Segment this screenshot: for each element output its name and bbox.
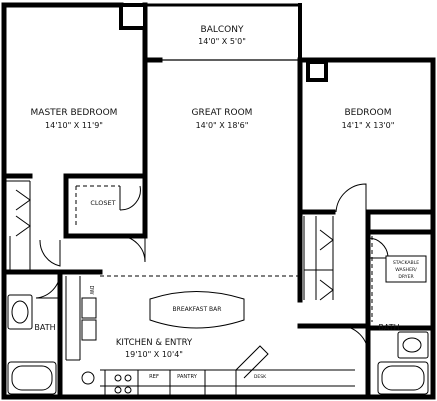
pantry-label: PANTRY bbox=[177, 374, 198, 380]
master-bedroom-dims: 14'10" X 11'9" bbox=[45, 121, 103, 130]
bedroom-name: BEDROOM bbox=[345, 108, 392, 118]
bath-left-door bbox=[35, 271, 61, 299]
dishwasher-label: DW bbox=[88, 285, 94, 294]
column-bedroom bbox=[306, 60, 328, 82]
master-closet bbox=[4, 180, 120, 271]
kitchen-counters bbox=[65, 275, 355, 397]
closet-door bbox=[119, 185, 141, 211]
bath-right-name: BATH bbox=[378, 323, 399, 332]
closet-name: CLOSET bbox=[90, 199, 115, 207]
great-room-dims: 14'0" X 18'6" bbox=[196, 121, 249, 130]
washer-dryer-line1: STACKABLE bbox=[393, 260, 419, 266]
column-top-left bbox=[119, 3, 147, 30]
refrigerator-label: REF bbox=[149, 374, 159, 380]
balcony-name: BALCONY bbox=[201, 25, 244, 35]
master-door bbox=[119, 235, 146, 263]
bedroom-dims: 14'1" X 13'0" bbox=[342, 121, 395, 130]
bath-left-fixtures bbox=[7, 294, 57, 395]
bath-left-name: BATH bbox=[34, 323, 55, 332]
breakfast-bar-name: BREAKFAST BAR bbox=[173, 306, 222, 313]
breakfast-bar-outline bbox=[149, 291, 245, 329]
bedroom-closet bbox=[303, 216, 373, 322]
balcony-dims: 14'0" X 5'0" bbox=[198, 37, 246, 46]
bedroom-door bbox=[335, 183, 367, 213]
utility-door bbox=[367, 237, 389, 259]
desk-label: DESK bbox=[254, 374, 267, 380]
great-room-name: GREAT ROOM bbox=[192, 108, 253, 118]
bath-right-door bbox=[339, 325, 369, 355]
hall-door bbox=[39, 239, 61, 267]
washer-dryer-line2: WASHER/ bbox=[395, 267, 417, 273]
kitchen-dims: 19'10" X 10'4" bbox=[125, 350, 183, 359]
kitchen-name: KITCHEN & ENTRY bbox=[116, 338, 193, 348]
door-swings bbox=[35, 183, 369, 355]
washer-dryer-line3: DRYER bbox=[398, 274, 414, 280]
washer-dryer-box bbox=[385, 255, 427, 283]
master-bedroom-name: MASTER BEDROOM bbox=[31, 108, 118, 118]
bath-right-fixtures bbox=[377, 331, 429, 395]
